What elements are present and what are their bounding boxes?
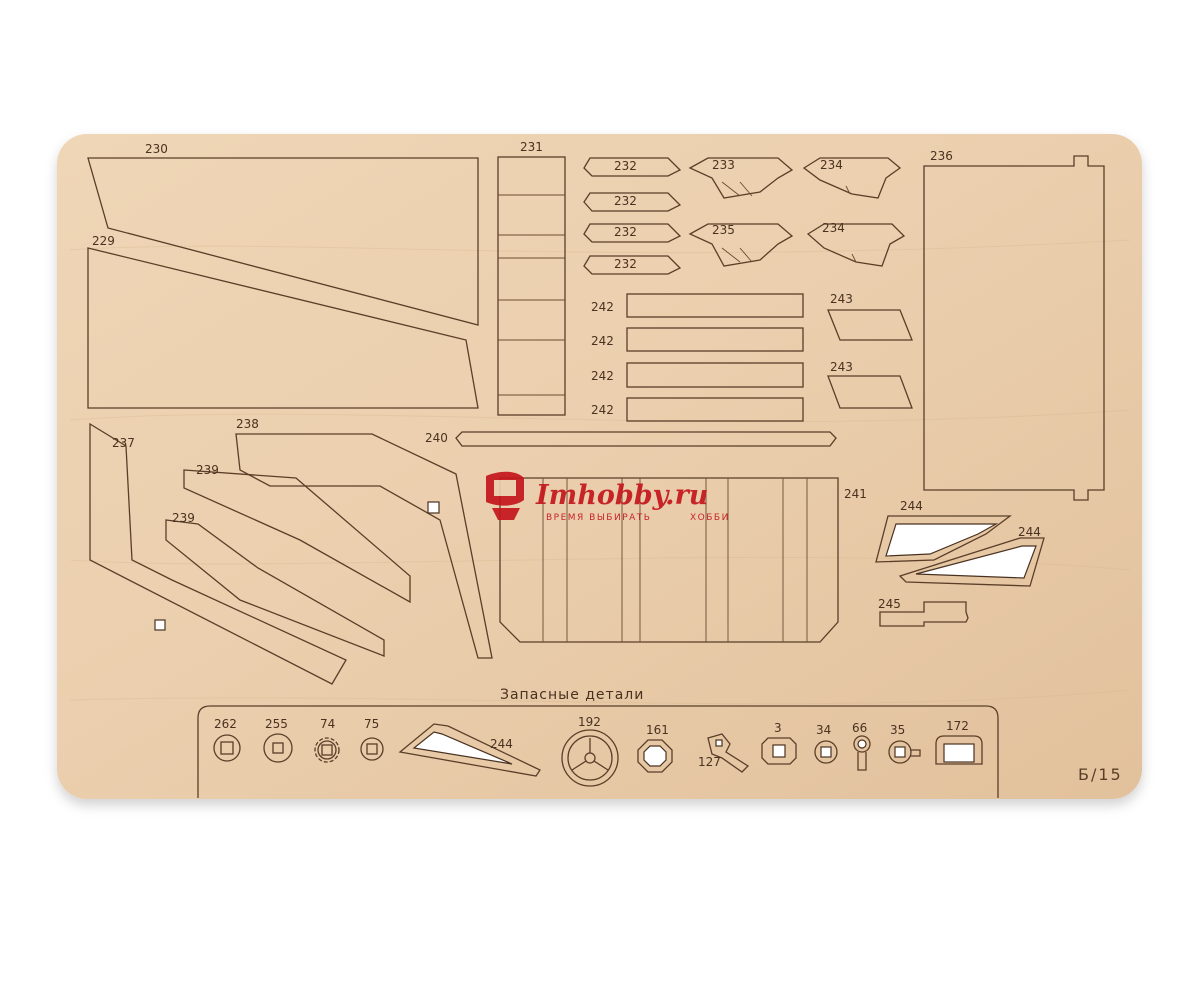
- spare-label-255: 255: [265, 717, 288, 731]
- watermark-logo: Imhobby.ru ВРЕМЯ ВЫБИРАТЬ ХОББИ: [486, 471, 730, 523]
- part-229: 229: [87, 234, 479, 409]
- part-232-group: 232 232 232 232: [583, 157, 682, 275]
- spare-66: 66: [852, 721, 871, 771]
- spare-label-244: 244: [490, 737, 513, 751]
- part-label-239-b: 239: [172, 511, 195, 525]
- part-245: 245: [878, 597, 969, 627]
- part-label-230: 230: [145, 142, 168, 156]
- spare-35: 35: [888, 723, 921, 764]
- spare-label-262: 262: [214, 717, 237, 731]
- part-label-243-a: 243: [830, 292, 853, 306]
- part-236: 236: [923, 149, 1105, 501]
- spare-74-gear-icon: 74: [314, 717, 340, 763]
- part-label-233: 233: [712, 158, 735, 172]
- part-label-241: 241: [844, 487, 867, 501]
- spare-label-127: 127: [698, 755, 721, 769]
- part-231: 231: [497, 140, 566, 416]
- watermark-slogan-left: ВРЕМЯ ВЫБИРАТЬ: [546, 513, 651, 523]
- part-label-234-b: 234: [822, 221, 845, 235]
- spare-255: 255: [263, 717, 293, 763]
- part-243-group: 243 243: [827, 292, 913, 409]
- part-label-243-b: 243: [830, 360, 853, 374]
- part-234-group: 234 234: [802, 157, 906, 267]
- spare-label-192: 192: [578, 715, 601, 729]
- part-label-240: 240: [425, 431, 448, 445]
- spare-label-74: 74: [320, 717, 335, 731]
- part-label-232-a: 232: [614, 159, 637, 173]
- spare-label-161: 161: [646, 723, 669, 737]
- part-label-242-d: 242: [591, 403, 614, 417]
- spare-parts-title: Запасные детали: [500, 687, 644, 703]
- part-label-244-a: 244: [900, 499, 923, 513]
- part-244-group: 244 244: [875, 499, 1045, 587]
- spare-label-172: 172: [946, 719, 969, 733]
- spare-label-66: 66: [852, 721, 867, 735]
- part-label-237: 237: [112, 436, 135, 450]
- spare-parts-section: Запасные детали: [197, 687, 999, 798]
- spare-label-34: 34: [816, 723, 831, 737]
- part-label-235: 235: [712, 223, 735, 237]
- spare-192-wheel-icon: 192: [561, 715, 619, 787]
- spare-75: 75: [360, 717, 384, 761]
- part-235: 235: [688, 223, 794, 267]
- spare-label-75: 75: [364, 717, 379, 731]
- part-label-229: 229: [92, 234, 115, 248]
- spare-label-3: 3: [774, 721, 782, 735]
- part-label-232-b: 232: [614, 194, 637, 208]
- part-label-236: 236: [930, 149, 953, 163]
- spare-label-35: 35: [890, 723, 905, 737]
- part-label-234-a: 234: [820, 158, 843, 172]
- spare-34: 34: [814, 723, 838, 764]
- part-241: 241: [499, 477, 867, 643]
- spare-262: 262: [213, 717, 241, 762]
- spare-3: 3: [761, 721, 797, 765]
- watermark-name: Imhobby.ru: [535, 480, 708, 511]
- spare-127-key-icon: 127: [698, 733, 750, 773]
- watermark-slogan-right: ХОББИ: [690, 513, 730, 523]
- part-237: 237: [89, 422, 347, 685]
- spare-161: 161: [637, 723, 673, 773]
- part-label-244-b: 244: [1018, 525, 1041, 539]
- spare-172: 172: [935, 719, 983, 765]
- part-240: 240: [425, 431, 837, 447]
- plywood-sheet: [57, 134, 1142, 799]
- part-label-242-b: 242: [591, 334, 614, 348]
- part-label-239-a: 239: [196, 463, 219, 477]
- part-label-232-d: 232: [614, 257, 637, 271]
- part-label-242-a: 242: [591, 300, 614, 314]
- sheet-mark-label: Б/15: [1078, 765, 1123, 784]
- part-label-238: 238: [236, 417, 259, 431]
- part-242-group: 242 242 242 242: [591, 293, 804, 422]
- part-label-242-c: 242: [591, 369, 614, 383]
- spare-244: 244: [398, 723, 541, 777]
- part-233: 233: [688, 157, 794, 199]
- part-label-232-c: 232: [614, 225, 637, 239]
- part-239-group: 239 239: [165, 463, 411, 657]
- part-238: 238: [235, 417, 493, 659]
- part-label-245: 245: [878, 597, 901, 611]
- part-label-231: 231: [520, 140, 543, 154]
- part-230: 230: [87, 142, 479, 326]
